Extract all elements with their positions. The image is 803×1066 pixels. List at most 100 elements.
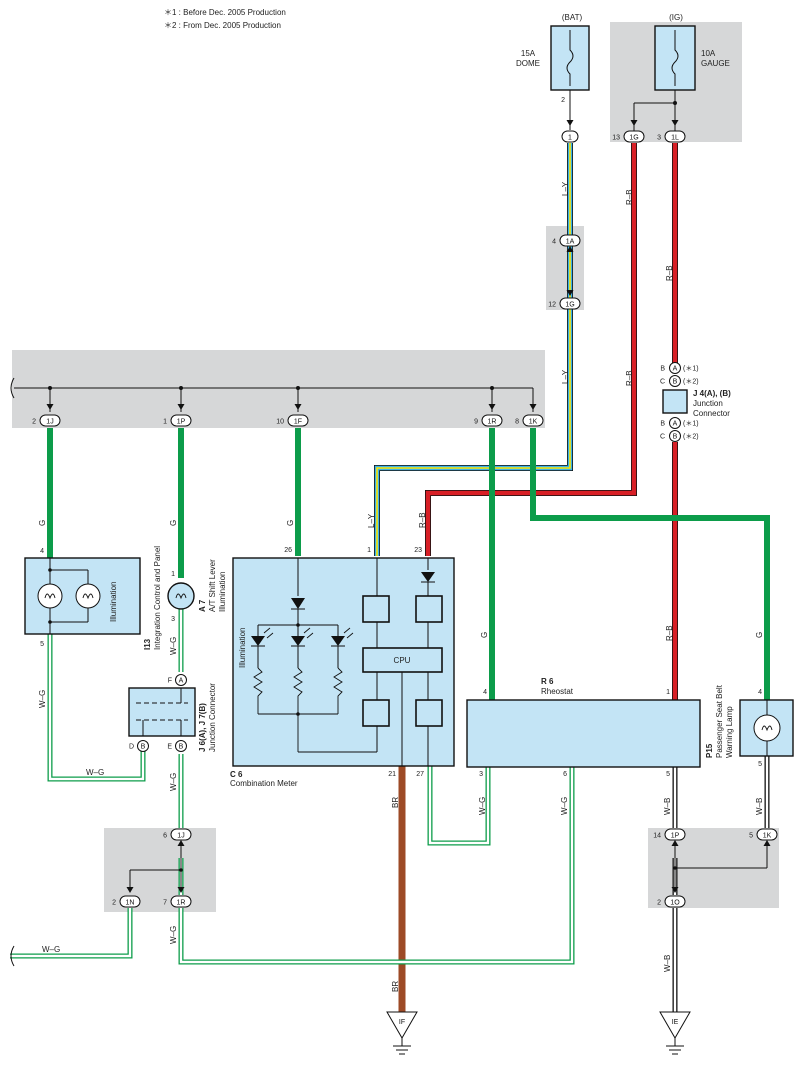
junction-bottom-left: 1J 6 1N 2 1R 7 (10, 828, 192, 967)
svg-text:J 6(A), J 7(B): J 6(A), J 7(B) (198, 703, 207, 752)
svg-text:Integration Control and Panel: Integration Control and Panel (153, 546, 162, 650)
connector-1g-top: 1G 13 (612, 130, 645, 143)
svg-text:A: A (179, 678, 184, 685)
svg-text:1A: 1A (566, 239, 575, 246)
svg-text:C: C (660, 434, 665, 441)
svg-text:5: 5 (749, 833, 753, 840)
svg-text:Junction Connector: Junction Connector (208, 683, 217, 752)
wire-label-g-5: G (755, 632, 764, 638)
svg-text:1J: 1J (46, 419, 53, 426)
j4-junction-connector: A B (＊1) B C (＊2) A B (＊1) B C (＊2) J 4(… (660, 362, 731, 442)
svg-text:Illumination: Illumination (238, 628, 247, 668)
wire-label-g-1: G (38, 520, 47, 526)
svg-text:B: B (673, 379, 678, 386)
i13-integration-control-panel: 4 Illumination 5 I13 Integration Control… (24, 546, 162, 650)
svg-text:1K: 1K (763, 833, 772, 840)
svg-text:(＊1): (＊1) (683, 366, 699, 373)
c6-combination-meter: 26 1 23 (230, 547, 455, 788)
svg-text:1G: 1G (629, 135, 638, 142)
wire-label-rb-5: R–B (665, 625, 674, 641)
svg-text:9: 9 (474, 419, 478, 426)
svg-text:B: B (179, 744, 184, 751)
svg-text:Connector: Connector (693, 409, 730, 418)
svg-text:A: A (673, 366, 678, 373)
wires (10, 143, 770, 1012)
svg-text:3: 3 (657, 135, 661, 142)
svg-text:GAUGE: GAUGE (701, 59, 730, 68)
svg-text:6: 6 (163, 833, 167, 840)
svg-text:C: C (660, 379, 665, 386)
wire-label-ly-3: L–Y (367, 513, 376, 528)
connector-1: 1 (561, 120, 579, 143)
svg-text:23: 23 (414, 547, 422, 554)
svg-text:Junction: Junction (693, 399, 723, 408)
led-3 (331, 625, 354, 647)
svg-text:B: B (660, 366, 665, 373)
svg-text:B: B (660, 421, 665, 428)
wire-label-wg-7: W–G (478, 797, 487, 815)
svg-text:1J: 1J (177, 833, 184, 840)
svg-text:2: 2 (112, 900, 116, 907)
svg-text:Passenger Seat Belt: Passenger Seat Belt (715, 684, 724, 758)
svg-text:1F: 1F (294, 419, 302, 426)
svg-text:B: B (141, 744, 146, 751)
svg-text:1K: 1K (529, 419, 538, 426)
svg-text:15A: 15A (521, 49, 536, 58)
svg-text:(BAT): (BAT) (562, 13, 583, 22)
svg-text:6: 6 (563, 771, 567, 778)
svg-text:7: 7 (163, 900, 167, 907)
svg-text:4: 4 (483, 689, 487, 696)
svg-text:1N: 1N (126, 900, 135, 907)
svg-text:4: 4 (552, 239, 556, 246)
wire-label-wg-5: W–G (169, 926, 178, 944)
wire-label-wg-2: W–G (169, 637, 178, 655)
wire-green (47, 428, 770, 700)
connector-1l: 1L 3 (657, 130, 686, 143)
svg-text:27: 27 (416, 771, 424, 778)
wire-label-g-2: G (169, 520, 178, 526)
svg-text:J 4(A), (B): J 4(A), (B) (693, 389, 731, 398)
svg-text:1R: 1R (488, 419, 497, 426)
svg-text:5: 5 (40, 641, 44, 648)
svg-text:1O: 1O (670, 900, 680, 907)
junction-block-top (12, 350, 545, 428)
ground-ie: IE (659, 1011, 691, 1055)
note-1: ＊1 : Before Dec. 2005 Production (164, 8, 286, 17)
svg-text:B: B (673, 434, 678, 441)
svg-text:IE: IE (672, 1019, 679, 1026)
svg-text:4: 4 (40, 548, 44, 555)
svg-text:2: 2 (657, 900, 661, 907)
junction-bus-top (10, 377, 537, 412)
connector-1g-mid: 1G 12 (548, 290, 581, 310)
svg-text:DOME: DOME (516, 59, 540, 68)
svg-text:12: 12 (548, 302, 556, 309)
svg-text:26: 26 (284, 547, 292, 554)
a7-shift-lever-illumination: 1 3 A 7 A/T Shift Lever Illumination (167, 559, 227, 623)
svg-text:1: 1 (367, 547, 371, 554)
svg-text:1G: 1G (565, 302, 574, 309)
connector-1j-top: 1J 2 (32, 414, 61, 427)
connector-1f: 1F 10 (276, 414, 309, 427)
svg-text:(＊2): (＊2) (683, 434, 699, 441)
svg-text:Combination Meter: Combination Meter (230, 779, 298, 788)
svg-text:Illumination: Illumination (109, 582, 118, 622)
fuse-gauge: (IG) 10A GAUGE (630, 13, 730, 131)
junction-bottom-right: 1P 14 1K 5 1O 2 (653, 828, 778, 908)
svg-text:2: 2 (32, 419, 36, 426)
svg-text:5: 5 (666, 771, 670, 778)
wire-label-br-1: BR (391, 797, 400, 808)
svg-text:1: 1 (666, 689, 670, 696)
svg-text:IF: IF (399, 1019, 405, 1026)
svg-text:1P: 1P (671, 833, 680, 840)
wire-label-rb-4: R–B (418, 512, 427, 528)
svg-text:1: 1 (568, 135, 572, 142)
wire-label-wg-6: W–G (42, 945, 60, 954)
svg-text:(＊2): (＊2) (683, 379, 699, 386)
wire-label-wg-1: W–G (38, 690, 47, 708)
wire-label-g-4: G (480, 632, 489, 638)
connector-1k-top: 1K 8 (515, 414, 544, 427)
svg-text:I13: I13 (143, 638, 152, 650)
svg-text:2: 2 (561, 97, 565, 104)
svg-text:1: 1 (163, 419, 167, 426)
svg-text:A 7: A 7 (198, 599, 207, 612)
